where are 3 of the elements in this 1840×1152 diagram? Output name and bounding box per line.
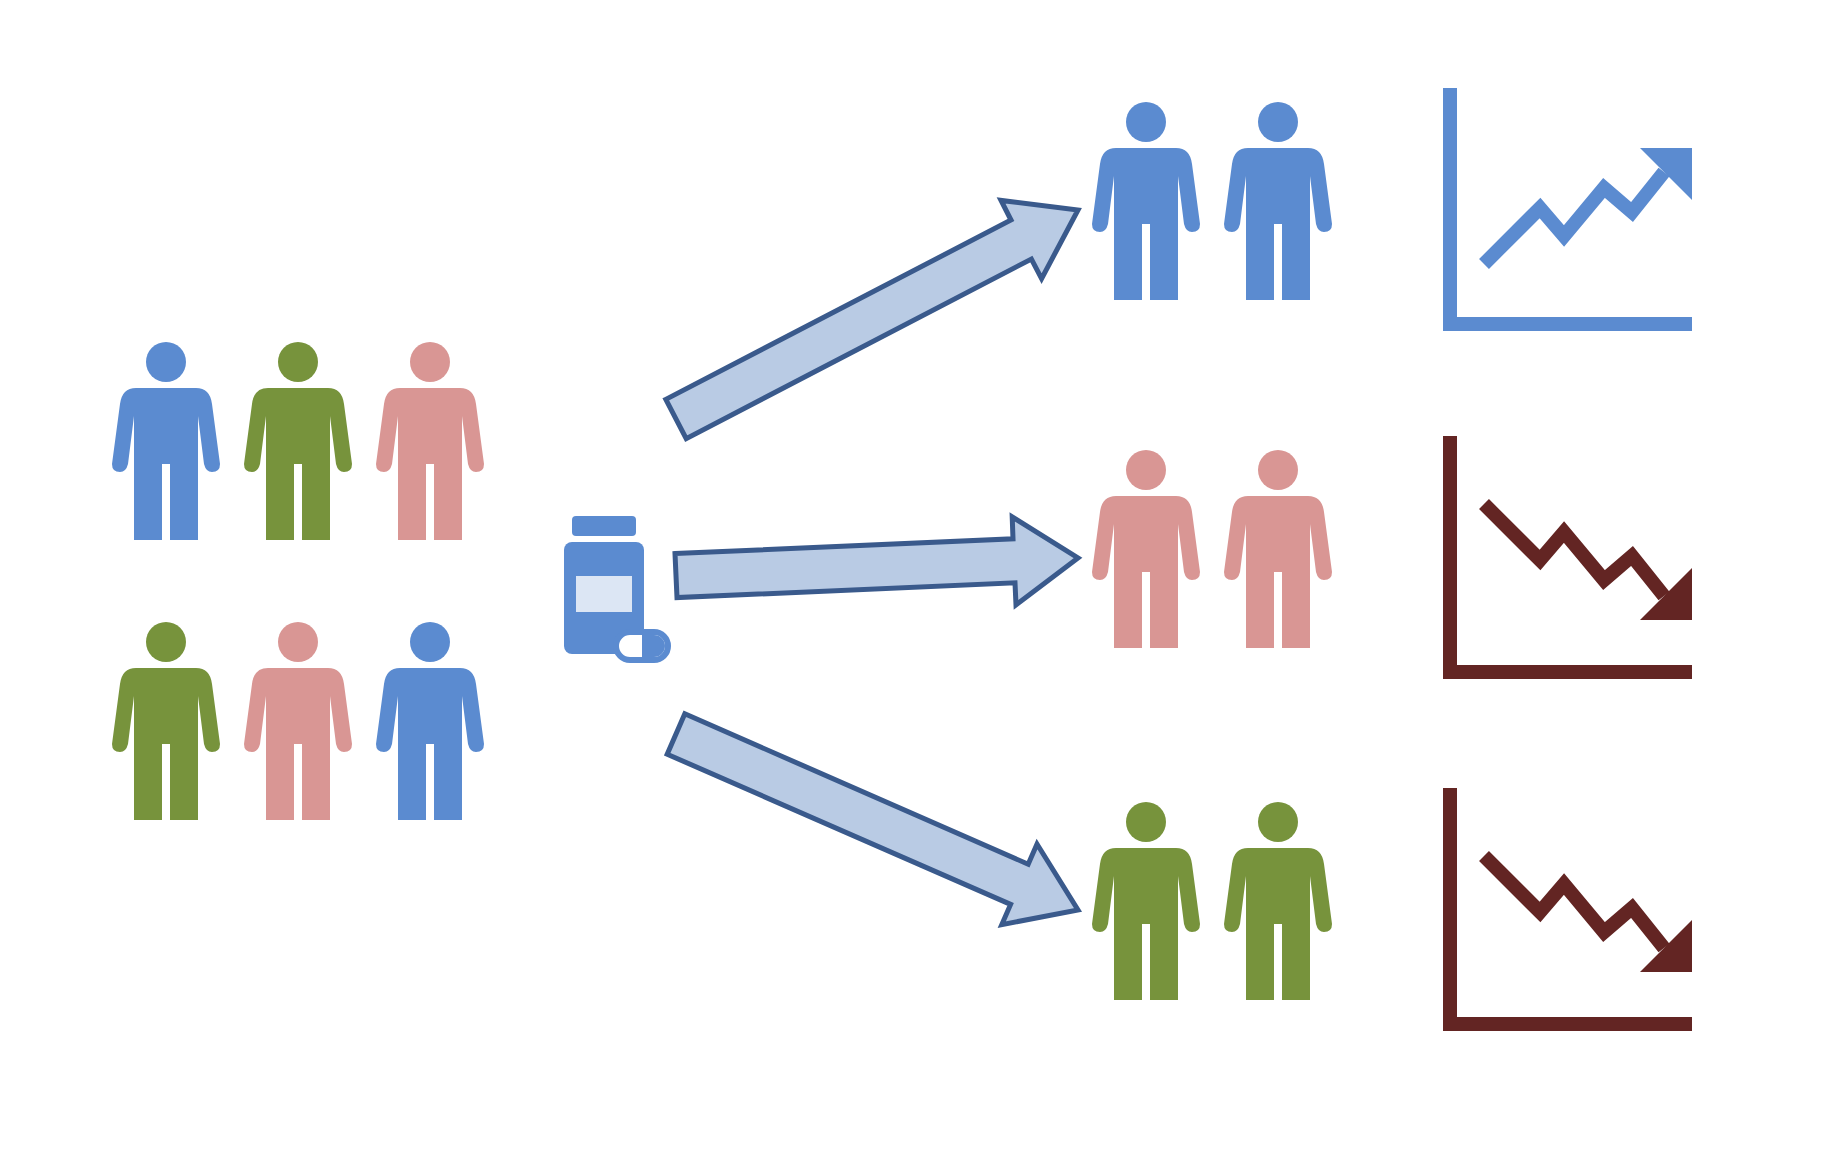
block-arrow (672, 512, 1083, 610)
block-arrow (662, 197, 1082, 442)
block-arrow (663, 710, 1083, 928)
